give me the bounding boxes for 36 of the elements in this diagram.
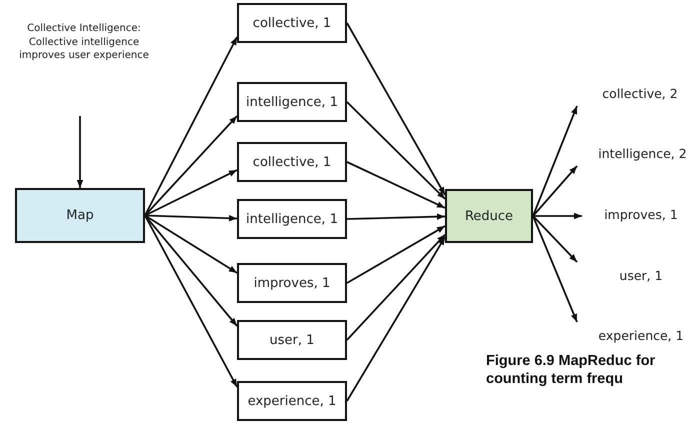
text-label: experience, 1 [585, 322, 697, 348]
figure-caption: Figure 6.9 MapReduc for counting term frequ [486, 352, 656, 388]
arrow [346, 161, 446, 209]
arrow [144, 214, 238, 274]
process-box: intelligence, 1 [237, 199, 347, 239]
text-label: collective, 2 [585, 80, 695, 106]
arrow [144, 214, 238, 327]
arrow [144, 115, 238, 216]
arrow [144, 215, 238, 388]
arrow [346, 225, 446, 284]
process-box: collective, 1 [237, 142, 347, 182]
process-box: Map [15, 188, 145, 243]
arrow [346, 213, 446, 220]
process-box: collective, 1 [237, 3, 347, 43]
arrow [346, 234, 446, 341]
arrow [533, 212, 582, 220]
process-box: user, 1 [237, 320, 347, 360]
arrow [532, 215, 578, 263]
arrow [346, 236, 446, 402]
arrow [144, 169, 238, 216]
process-box: improves, 1 [237, 263, 347, 303]
process-box: intelligence, 1 [237, 82, 347, 122]
arrow [532, 106, 578, 216]
arrow [346, 22, 446, 196]
arrow [144, 36, 238, 216]
process-box: Reduce [445, 189, 533, 243]
text-label: improves, 1 [585, 201, 697, 227]
text-label: intelligence, 2 [585, 140, 700, 166]
arrow [532, 165, 578, 217]
text-label: user, 1 [585, 262, 697, 288]
arrow [532, 216, 578, 322]
arrow [346, 101, 446, 200]
text-label: Collective Intelligence: Collective intelligence improves user experience [8, 22, 160, 116]
arrow [76, 116, 84, 188]
arrow [144, 214, 238, 222]
process-box: experience, 1 [237, 381, 347, 421]
